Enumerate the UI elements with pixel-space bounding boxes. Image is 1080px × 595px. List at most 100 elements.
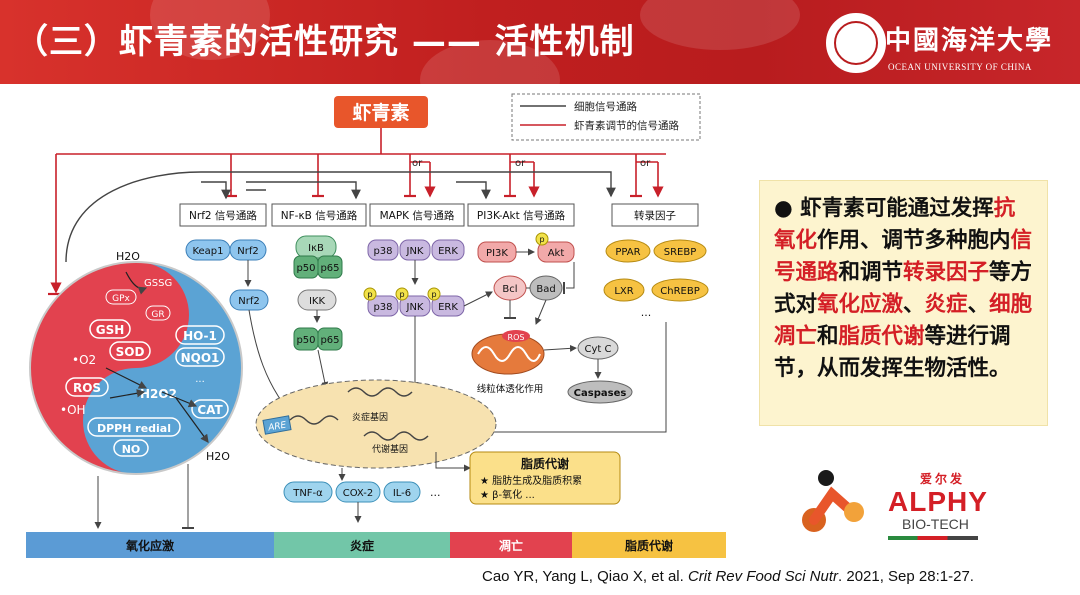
- node-ikb: IκB: [308, 243, 324, 254]
- node-p38-phos: p38: [373, 302, 392, 313]
- university-seal-icon: [826, 13, 886, 73]
- or-label-tf: or: [640, 158, 651, 169]
- yy-gsh: GSH: [96, 323, 125, 337]
- yy-gpx: GPx: [112, 294, 130, 304]
- yy-gr: GR: [151, 310, 164, 320]
- nrf2-nodes: Keap1 Nrf2 Nrf2: [185, 239, 289, 411]
- note-text: 等进行调节，从而发挥生物活性。: [774, 324, 1011, 381]
- yy-h2o-bottom: H2O: [206, 450, 230, 463]
- pathway-nrf2: Nrf2 信号通路: [189, 209, 257, 222]
- logo-cn: 爱尔发: [920, 472, 966, 486]
- legend-cell-label: 细胞信号通路: [574, 100, 637, 113]
- note-highlight-lipid: 脂质代谢: [838, 324, 925, 349]
- phospho-akt: p: [539, 235, 544, 244]
- yy-hydroxyl: •OH: [60, 403, 86, 417]
- yy-more: ...: [195, 374, 205, 385]
- note-text: 、: [903, 292, 925, 317]
- output-more: ...: [430, 486, 441, 499]
- alphy-logo-icon: [802, 470, 864, 532]
- category-lipid-label: 脂质代谢: [624, 538, 673, 553]
- node-ikk: IKK: [309, 296, 326, 307]
- category-apoptosis: [450, 532, 572, 558]
- yy-ros: ROS: [73, 381, 101, 395]
- yy-gssg: GSSG: [144, 278, 172, 289]
- note-text: ● 虾青素可能通过发挥: [774, 196, 994, 221]
- note-highlight-tf: 转录因子: [903, 260, 990, 285]
- node-srebp: SREBP: [664, 247, 697, 258]
- logo-bar: [888, 536, 978, 540]
- node-akt: Akt: [548, 248, 565, 259]
- logo-main: ALPHY: [888, 486, 988, 517]
- legend-box: [511, 93, 701, 141]
- pathway-mapk: MAPK 信号通路: [380, 209, 455, 222]
- node-p50-active: p50: [296, 335, 315, 346]
- note-text: 作用、调节多种胞内: [817, 228, 1011, 253]
- pathway-headers: Nrf2 信号通路 NF-κB 信号通路 MAPK 信号通路 PI3K-Akt …: [179, 203, 699, 227]
- mapk-nodes: p38 JNK ERK p38 JNK ERK p p p: [363, 239, 493, 389]
- or-label-mapk: or: [412, 158, 423, 169]
- summary-note: ● 虾青素可能通过发挥抗氧化作用、调节多种胞内信号通路和调节转录因子等方式对氧化…: [759, 180, 1048, 426]
- node-lxr: LXR: [614, 286, 633, 297]
- yin-yang-oxidative-balance: H2O GSSG GPx GR GSH SOD HO-1 NQO1 ... •O…: [29, 250, 243, 475]
- note-text: 等方式对: [774, 260, 1033, 317]
- yy-no: NO: [122, 443, 141, 456]
- node-nrf2: Nrf2: [237, 246, 258, 257]
- category-inflammation-label: 炎症: [350, 538, 374, 553]
- node-caspases: Caspases: [574, 388, 627, 399]
- node-nrf2-active: Nrf2: [238, 296, 259, 307]
- yy-ho1: HO-1: [183, 329, 217, 343]
- lipid-item-2: ★ β-氧化 ...: [480, 488, 535, 501]
- lipid-title: 脂质代谢: [520, 456, 569, 471]
- node-keap1: Keap1: [192, 246, 223, 257]
- note-highlight-apoptosis: 细胞凋亡: [774, 292, 1033, 349]
- cell-signal-lines: [65, 171, 616, 263]
- note-highlight-antioxidant: 抗氧化: [774, 196, 1016, 253]
- university-name: 中國海洋大學: [885, 26, 1054, 56]
- note-text: 、: [967, 292, 990, 317]
- phospho-jnk: p: [399, 290, 404, 299]
- node-p50: p50: [296, 263, 315, 274]
- lipid-metabolism-box: 脂质代谢 ★ 脂肪生成及脂质积累 ★ β-氧化 ...: [469, 451, 621, 505]
- note-highlight-oxidative: 氧化应激: [817, 292, 904, 317]
- category-inflammation: [274, 532, 450, 558]
- mechanism-diagram: 虾青素 细胞信号通路 虾青素调节的信号通路 or or or Nrf2: [26, 93, 726, 558]
- yy-nqo1: NQO1: [181, 351, 220, 365]
- node-chrebp: ChREBP: [660, 286, 699, 297]
- or-label-pi3k: or: [515, 158, 526, 169]
- yy-sod: SOD: [116, 345, 145, 359]
- astaxanthin-box: [334, 96, 428, 128]
- node-p65-active: p65: [320, 335, 339, 346]
- yy-superoxide: •O2: [72, 353, 96, 367]
- university-name-en: OCEAN UNIVERSITY OF CHINA: [888, 62, 1032, 72]
- yy-cat: CAT: [197, 403, 223, 417]
- pathway-tf: 转录因子: [634, 209, 676, 222]
- are-element: ARE: [267, 420, 288, 433]
- node-erk: ERK: [438, 246, 458, 257]
- node-cytc: Cyt C: [585, 344, 612, 355]
- node-bcl: Bcl: [502, 284, 517, 295]
- node-bad: Bad: [536, 284, 555, 295]
- output-il6: IL-6: [393, 488, 411, 499]
- tf-nodes: PPAR SREBP LXR ChREBP ...: [445, 239, 709, 436]
- inflammatory-outputs: TNF-α COX-2 IL-6 ...: [283, 481, 441, 523]
- slide-title: （三）虾青素的活性研究 —— 活性机制: [14, 22, 635, 62]
- yy-h2o2: H2O2: [140, 387, 177, 401]
- astaxanthin-label: 虾青素: [352, 101, 409, 124]
- citation-detail: . 2021, Sep 28:1-27.: [838, 568, 974, 585]
- node-pi3k: PI3K: [486, 248, 508, 259]
- category-oxidative: [26, 532, 274, 558]
- note-text: 和: [817, 324, 839, 349]
- category-apoptosis-label: 凋亡: [499, 538, 523, 553]
- node-p65: p65: [320, 263, 339, 274]
- pathway-nfkb: NF-κB 信号通路: [281, 209, 358, 222]
- mito-label: 线粒体透化作用: [477, 383, 544, 395]
- phospho-p38: p: [367, 290, 372, 299]
- blood-cell-decoration: [640, 0, 800, 50]
- note-highlight-signaling: 信号通路: [774, 228, 1033, 285]
- phospho-erk: p: [431, 290, 436, 299]
- lipid-item-1: ★ 脂肪生成及脂质积累: [480, 474, 582, 487]
- citation-journal: Crit Rev Food Sci Nutr: [687, 568, 839, 585]
- category-bar: 氧化应激 炎症 凋亡 脂质代谢: [26, 532, 726, 558]
- category-lipid: [572, 532, 726, 558]
- category-oxidative-label: 氧化应激: [125, 538, 174, 553]
